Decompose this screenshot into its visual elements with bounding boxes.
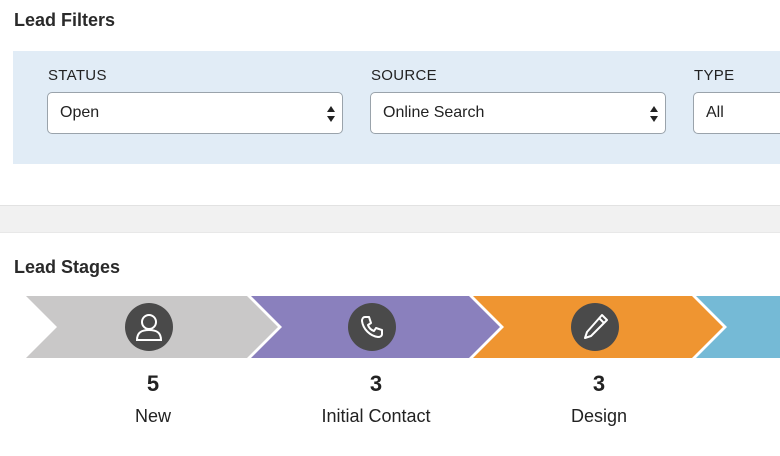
section-divider (0, 205, 780, 233)
source-select[interactable]: Online Search (370, 92, 666, 134)
stage-arrow-next[interactable] (696, 296, 780, 358)
type-filter: TYPE All (693, 67, 780, 134)
stage-count-initial-contact: 3 (369, 371, 383, 396)
select-arrows-icon (650, 106, 658, 122)
lead-stages-title: Lead Stages (14, 257, 121, 277)
status-label: STATUS (48, 67, 107, 84)
stage-name-initial-contact: Initial Contact (321, 406, 431, 426)
source-select-value: Online Search (383, 104, 485, 121)
stage-name-design: Design (570, 406, 628, 426)
select-arrows-icon (327, 106, 335, 122)
stage-count-new: 5 (146, 371, 160, 396)
status-select-value: Open (60, 104, 100, 121)
type-label: TYPE (694, 67, 735, 84)
status-filter: STATUS Open (47, 67, 343, 134)
stage-name-new: New (134, 406, 171, 426)
stage-count-design: 3 (592, 371, 606, 396)
phone-icon (348, 303, 396, 351)
type-select-value: All (706, 104, 724, 121)
filter-panel: STATUS Open SOURCE Online Search TYPE Al… (13, 51, 780, 164)
stage-pipeline (26, 296, 780, 358)
type-select[interactable]: All (693, 92, 780, 134)
source-label: SOURCE (371, 67, 437, 84)
pencil-icon (571, 303, 619, 351)
lead-filters-title: Lead Filters (14, 10, 116, 30)
status-select[interactable]: Open (47, 92, 343, 134)
source-filter: SOURCE Online Search (370, 67, 666, 134)
person-icon (125, 303, 173, 351)
